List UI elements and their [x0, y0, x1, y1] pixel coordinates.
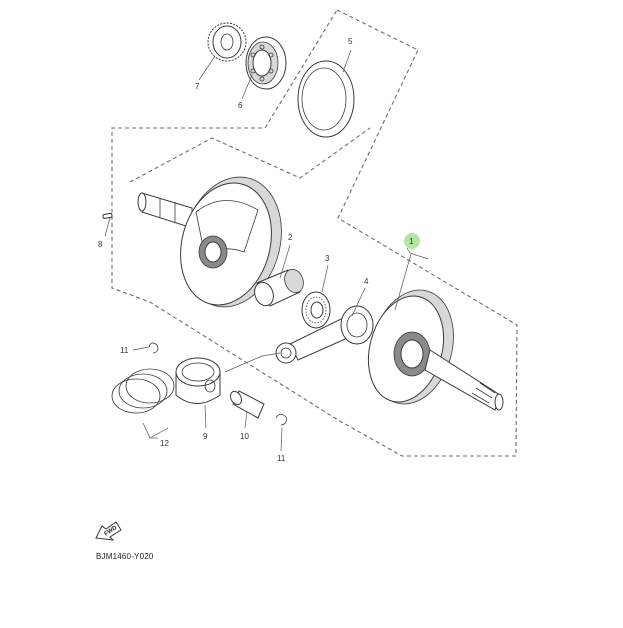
part-10-piston-pin — [229, 390, 265, 419]
callout-3[interactable]: 3 — [325, 254, 330, 263]
part-9-piston — [175, 357, 221, 404]
callout-6[interactable]: 6 — [238, 101, 243, 110]
callout-11-lower[interactable]: 11 — [277, 454, 286, 463]
part-12-ring-set — [111, 368, 175, 414]
part-1-crankshaft-right — [368, 289, 504, 411]
callout-labels: 1 2 3 4 5 6 7 8 9 10 11 11 12 — [98, 37, 414, 463]
highlight-marker[interactable] — [404, 233, 420, 249]
forward-arrow-icon: FWD — [95, 521, 122, 541]
part-11-circlip-lower — [275, 413, 287, 426]
crank-sub-boundary — [129, 127, 371, 183]
part-4-connecting-rod — [275, 305, 374, 364]
assembly-boundary — [111, 9, 518, 457]
callout-11-upper[interactable]: 11 — [120, 346, 129, 355]
part-11-circlip-upper — [148, 342, 159, 354]
callout-1[interactable]: 1 — [409, 237, 414, 246]
part-6-bearing — [245, 36, 287, 90]
callout-12[interactable]: 12 — [160, 439, 169, 448]
part-7-sprocket — [207, 22, 247, 62]
part-5-ring — [297, 60, 355, 138]
leader-lines — [104, 49, 429, 452]
callout-10[interactable]: 10 — [240, 432, 249, 441]
callout-4[interactable]: 4 — [364, 277, 369, 286]
callout-9[interactable]: 9 — [203, 432, 208, 441]
part-8-key — [102, 212, 113, 219]
crankshaft-left-half — [137, 176, 282, 308]
part-3-needle-bearing — [301, 291, 331, 329]
drawing-code: BJM1460-Y020 — [96, 552, 154, 561]
callout-8[interactable]: 8 — [98, 240, 103, 249]
callout-5[interactable]: 5 — [348, 37, 353, 46]
callout-2[interactable]: 2 — [288, 233, 293, 242]
part-2-crank-pin — [254, 268, 304, 307]
callout-7[interactable]: 7 — [195, 82, 200, 91]
